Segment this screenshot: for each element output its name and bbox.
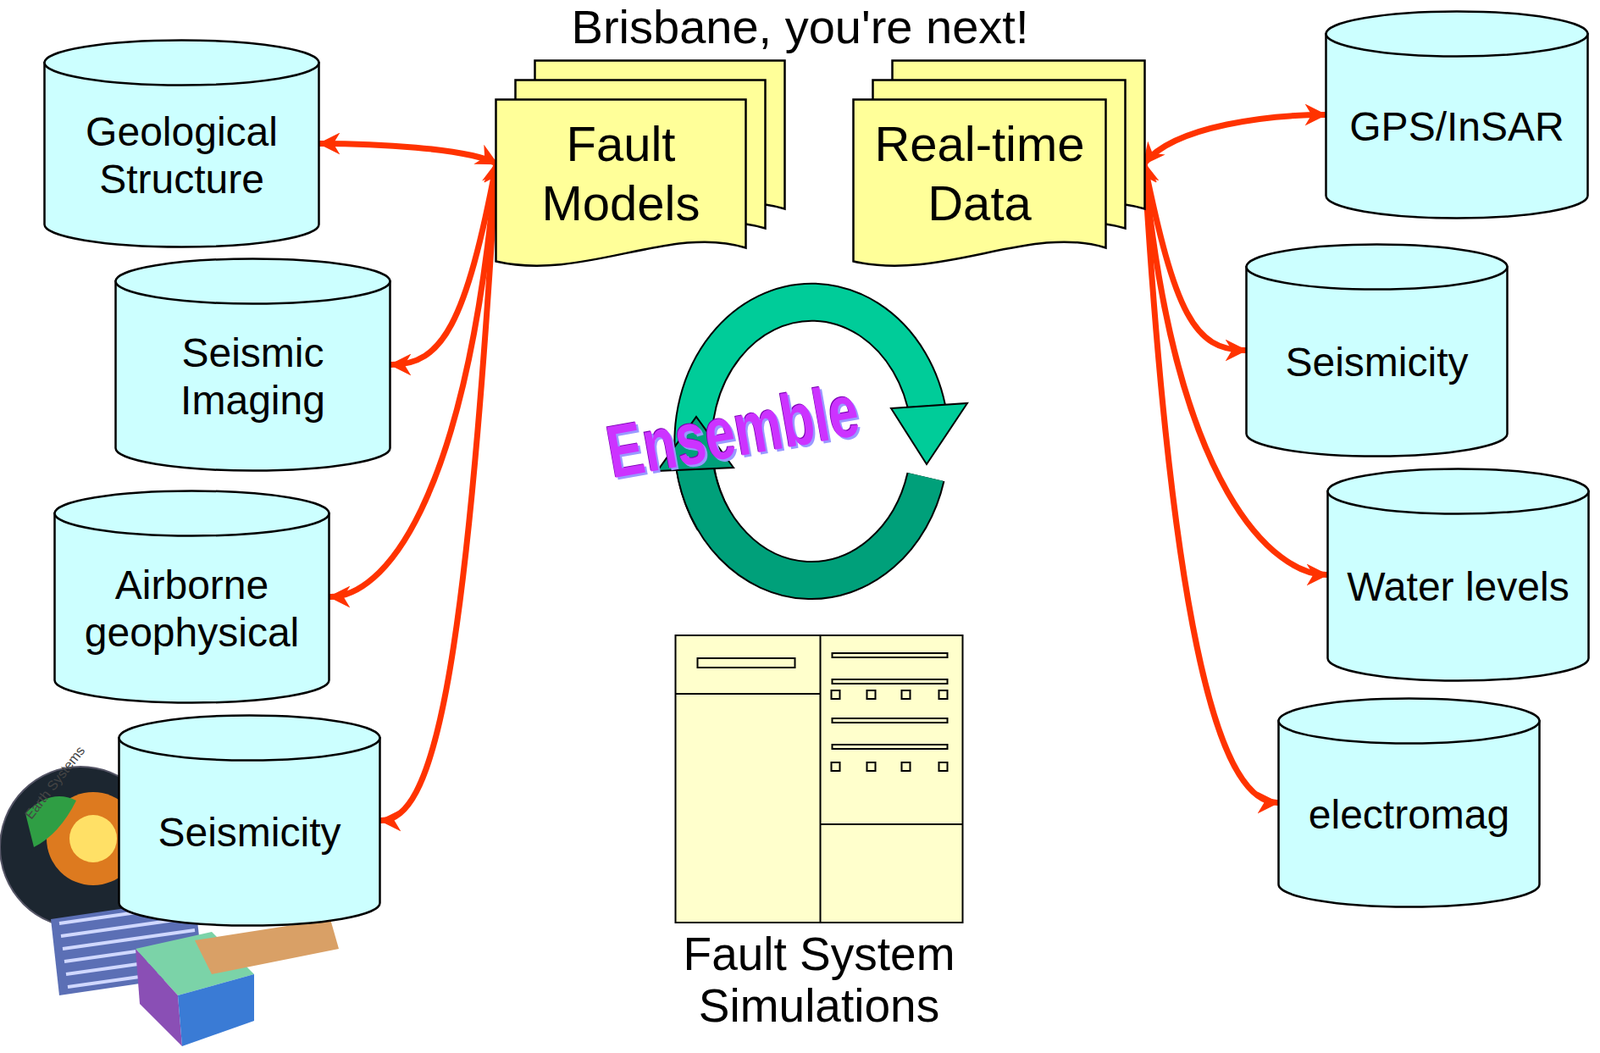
node-label: GPS/InSAR: [1349, 103, 1564, 150]
data-link-arrow: [381, 163, 497, 821]
database-cylinder: Seismicity: [1245, 243, 1509, 458]
database-cylinder: Airborne geophysical: [53, 489, 331, 704]
data-link-arrow: [1144, 163, 1246, 351]
database-cylinder: Seismic Imaging: [114, 257, 392, 472]
database-cylinder: Geological Structure: [43, 38, 321, 249]
database-cylinder: GPS/InSAR: [1324, 10, 1589, 220]
node-label: electromag: [1308, 791, 1510, 838]
wordart-label: Ensemble: [600, 366, 866, 496]
node-label: Geological Structure: [51, 108, 312, 202]
node-label: Seismicity: [157, 808, 341, 856]
node-label: Seismicity: [1284, 338, 1468, 386]
simulation-window: Fault System Simulations: [641, 634, 997, 1035]
node-label: Airborne geophysical: [61, 561, 322, 655]
document-stack: Fault Models: [494, 59, 787, 268]
data-link-arrow: [1144, 115, 1325, 165]
data-link-arrow: [391, 163, 497, 366]
document-stack: Real-time Data: [852, 59, 1147, 268]
node-label: Fault System Simulations: [641, 928, 997, 1031]
data-link-arrow: [320, 143, 497, 165]
node-label: Water levels: [1346, 563, 1569, 610]
node-label: Real-time Data: [852, 114, 1108, 233]
node-label: Seismic Imaging: [122, 329, 383, 423]
database-cylinder: Water levels: [1326, 467, 1590, 682]
database-cylinder: Seismicity: [117, 714, 382, 927]
database-cylinder: electromag: [1277, 697, 1541, 908]
node-label: Fault Models: [494, 114, 748, 233]
